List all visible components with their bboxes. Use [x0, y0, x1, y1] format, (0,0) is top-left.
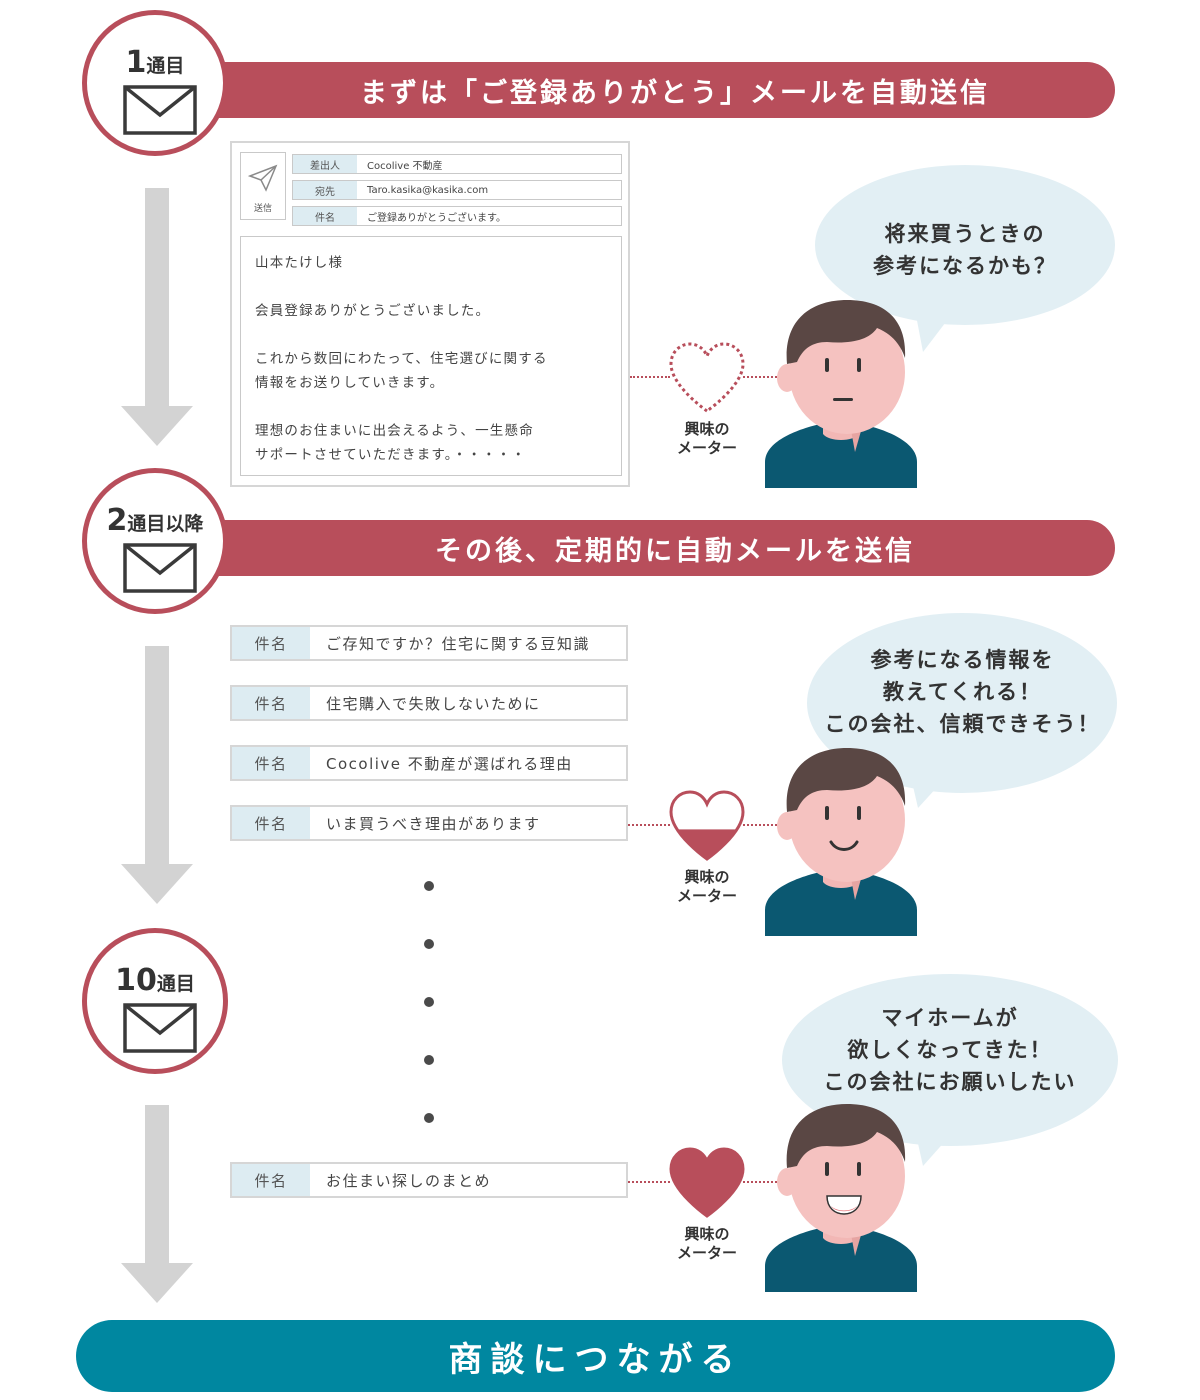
- speech-bubble-text: マイホームが 欲しくなってきた！ この会社にお願いしたい: [823, 1006, 1077, 1094]
- connector-line: [628, 1181, 670, 1183]
- person-happy-icon: [765, 1104, 917, 1292]
- mail-body: 山本たけし様 会員登録ありがとうございました。 これから数回にわたって、住宅選び…: [240, 236, 622, 476]
- subject-value: Cocolive 不動産が選ばれる理由: [326, 754, 573, 773]
- mail-subject-value: ご登録ありがとうございます。: [367, 212, 506, 224]
- subject-row: 件名 ご存知ですか？住宅に関する豆知識: [230, 625, 628, 661]
- ellipsis-dot: [424, 1113, 434, 1123]
- envelope-icon: [123, 85, 197, 135]
- step-10-circle: 10通目: [82, 928, 228, 1074]
- step-2-band: その後、定期的に自動メールを送信: [165, 520, 1115, 576]
- heart-meter-icon: [669, 1147, 745, 1218]
- connector-line: [743, 824, 785, 826]
- interest-meter-label: 興味の メーター: [676, 1225, 737, 1262]
- speech-bubble: [815, 165, 1115, 352]
- connector-line: [628, 824, 670, 826]
- mail-body-line: 理想のお住まいに出会えるよう、一生懸命 サポートさせていただきます。・・・・・: [255, 423, 534, 463]
- mail-from-row: 差出人 Cocolive 不動産: [292, 154, 622, 174]
- step-10-label: 10通目: [115, 963, 195, 998]
- step-2-label: 2通目以降: [106, 503, 204, 538]
- mail-to-key: 宛先: [293, 181, 357, 199]
- send-button: 送信: [240, 152, 286, 220]
- connector-line: [743, 376, 785, 378]
- person-neutral-icon: [765, 300, 917, 488]
- connector-line: [743, 1181, 785, 1183]
- mail-from-key: 差出人: [293, 155, 357, 173]
- person-smile-icon: [765, 748, 917, 936]
- subject-key: 件名: [232, 687, 310, 719]
- speech-bubble: [807, 613, 1117, 808]
- heart-meter-icon: [669, 342, 745, 413]
- step-1-band: まずは「ご登録ありがとう」メールを自動送信: [165, 62, 1115, 118]
- step-1-circle: 1通目: [82, 10, 228, 156]
- mail-to-value: Taro.kasika@kasika.com: [367, 184, 489, 196]
- mail-body-line: これから数回にわたって、住宅選びに関する 情報をお送りしていきます。: [255, 351, 548, 391]
- ellipsis-dot: [424, 939, 434, 949]
- ellipsis-dot: [424, 997, 434, 1007]
- step-1-label: 1通目: [125, 45, 185, 80]
- subject-key: 件名: [232, 1164, 310, 1196]
- mail-subject-key: 件名: [293, 207, 357, 225]
- interest-meter-label: 興味の メーター: [676, 420, 737, 457]
- subject-value: 住宅購入で失敗しないために: [326, 694, 541, 713]
- subject-row: 件名 いま買うべき理由があります: [230, 805, 628, 841]
- envelope-icon: [123, 1003, 197, 1053]
- final-outcome-band: 商談につながる: [76, 1320, 1115, 1392]
- subject-key: 件名: [232, 627, 310, 659]
- subject-value: ご存知ですか？住宅に関する豆知識: [326, 634, 591, 653]
- send-label: 送信: [253, 204, 272, 214]
- mail-subject-row: 件名 ご登録ありがとうございます。: [292, 206, 622, 226]
- speech-bubble: [782, 974, 1118, 1166]
- ellipsis-dot: [424, 1055, 434, 1065]
- mail-preview: 送信 差出人 Cocolive 不動産 宛先 Taro.kasika@kasik…: [230, 141, 630, 487]
- subject-key: 件名: [232, 807, 310, 839]
- subject-value: お住まい探しのまとめ: [326, 1171, 492, 1190]
- connector-line: [630, 376, 670, 378]
- subject-row: 件名 お住まい探しのまとめ: [230, 1162, 628, 1198]
- subject-row: 件名 住宅購入で失敗しないために: [230, 685, 628, 721]
- interest-meter-label: 興味の メーター: [676, 868, 737, 905]
- mail-from-value: Cocolive 不動産: [367, 160, 443, 172]
- envelope-icon: [123, 543, 197, 593]
- subject-value: いま買うべき理由があります: [326, 814, 541, 833]
- ellipsis-dot: [424, 881, 434, 891]
- mail-body-line: 山本たけし様: [255, 255, 344, 271]
- speech-bubble-text: 将来買うときの 参考になるかも？: [873, 222, 1057, 278]
- paper-plane-icon: [248, 164, 278, 192]
- speech-bubble-text: 参考になる情報を 教えてくれる！ この会社、信頼できそう！: [824, 648, 1101, 736]
- step-2-circle: 2通目以降: [82, 468, 228, 614]
- subject-row: 件名 Cocolive 不動産が選ばれる理由: [230, 745, 628, 781]
- mail-to-row: 宛先 Taro.kasika@kasika.com: [292, 180, 622, 200]
- mail-body-line: 会員登録ありがとうございました。: [255, 303, 491, 319]
- subject-key: 件名: [232, 747, 310, 779]
- heart-meter-icon: [669, 790, 745, 861]
